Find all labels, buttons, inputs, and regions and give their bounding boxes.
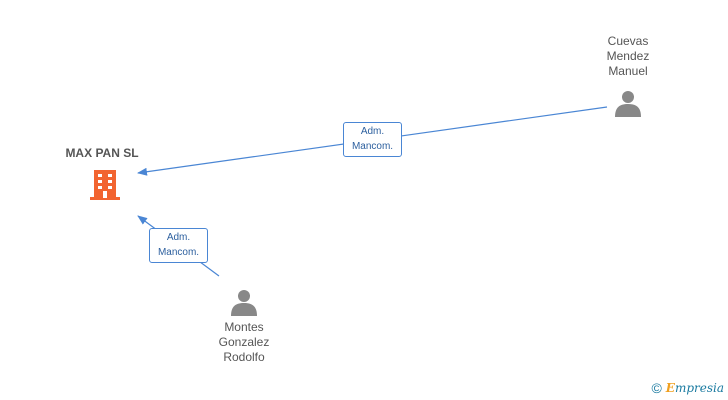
person-name-line: Cuevas (607, 34, 649, 48)
footer-watermark: © Empresia (651, 380, 724, 396)
relation-label-line: Adm. (360, 126, 385, 137)
person-icon[interactable] (614, 89, 642, 117)
copyright-icon: © (651, 380, 662, 396)
person-name-line: Montes (224, 320, 264, 334)
brand-initial: E (665, 381, 675, 395)
relation-label-montes[interactable]: Adm. Mancom. (149, 228, 208, 263)
person-node-cuevas[interactable]: Cuevas Mendez Manuel (588, 34, 668, 117)
person-name-line: Mendez (606, 49, 650, 63)
brand-logo: Empresia (666, 381, 724, 395)
brand-rest: mpresia (674, 381, 724, 395)
relation-label-cuevas[interactable]: Adm. Mancom. (343, 122, 402, 157)
relation-label-line: Mancom. (351, 141, 394, 152)
person-node-montes[interactable]: Montes Gonzalez Rodolfo (204, 288, 284, 365)
building-icon[interactable] (89, 168, 121, 202)
company-name[interactable]: MAX PAN SL (65, 146, 139, 160)
person-name-line: Rodolfo (223, 350, 265, 364)
person-icon[interactable] (230, 288, 258, 316)
relation-label-line: Mancom. (157, 247, 200, 258)
relation-label-line: Adm. (166, 232, 191, 243)
person-name-line: Gonzalez (218, 335, 270, 349)
person-name-line: Manuel (608, 64, 648, 78)
